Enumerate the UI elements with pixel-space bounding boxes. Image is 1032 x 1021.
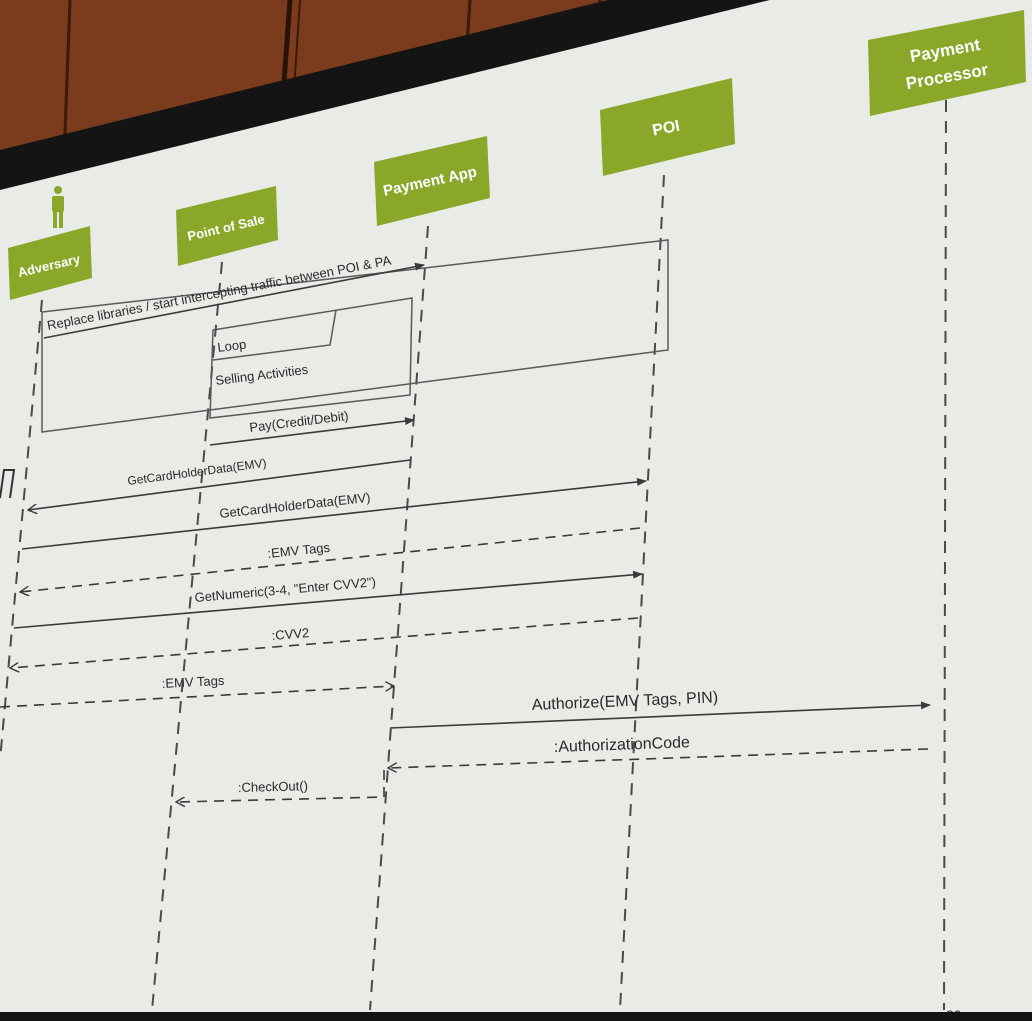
message-m11-label: :CheckOut() bbox=[238, 778, 308, 795]
arrow-m1 bbox=[43, 262, 425, 339]
participant-payment-app: Payment App bbox=[374, 136, 490, 226]
arrow-m9 bbox=[389, 701, 931, 729]
arrow-m6 bbox=[13, 570, 643, 629]
arrow-m8 bbox=[0, 686, 394, 708]
lifeline-payment-processor bbox=[943, 99, 947, 1011]
person-icon bbox=[52, 186, 64, 228]
message-m7-label: :CVV2 bbox=[271, 625, 310, 643]
participant-payment-processor: Payment Processor bbox=[868, 10, 1026, 116]
arrow-m4 bbox=[21, 477, 647, 550]
arrow-m2 bbox=[209, 417, 415, 446]
arrow-m11 bbox=[176, 770, 385, 802]
loop-label: Loop bbox=[217, 337, 248, 355]
participant-adversary: Adversary bbox=[8, 226, 92, 300]
lifelines bbox=[0, 99, 947, 1011]
cropped-title-glyph bbox=[0, 469, 16, 499]
message-m8-label: :EMV Tags bbox=[161, 673, 225, 691]
message-m5-label: :EMV Tags bbox=[267, 540, 331, 561]
arrow-m3 bbox=[28, 459, 411, 510]
arrow-m5 bbox=[20, 527, 641, 592]
arrow-m10 bbox=[388, 748, 929, 768]
lifeline-adversary bbox=[0, 299, 43, 761]
arrow-m7 bbox=[10, 617, 639, 668]
participant-poi-label: POI bbox=[651, 118, 681, 140]
interception-fragment bbox=[41, 239, 669, 433]
lifeline-payment-app bbox=[369, 225, 429, 1011]
loop-fragment bbox=[209, 297, 413, 419]
message-arrows bbox=[0, 262, 931, 802]
lifeline-poi bbox=[619, 174, 665, 1011]
screen-bottom-edge bbox=[0, 1012, 1032, 1021]
message-m10-label: :AuthorizationCode bbox=[554, 734, 691, 756]
participant-point-of-sale: Point of Sale bbox=[176, 186, 278, 266]
participant-poi: POI bbox=[600, 78, 735, 176]
